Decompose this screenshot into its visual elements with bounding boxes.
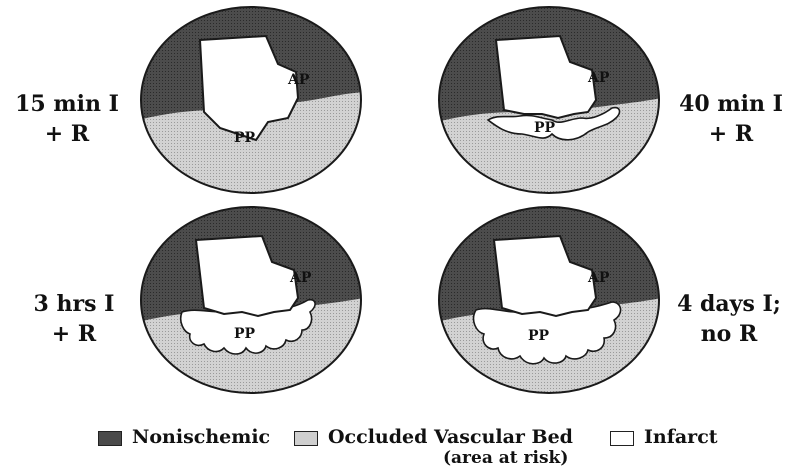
infarct-swatch-icon (610, 431, 634, 446)
ap-label: AP (587, 270, 610, 286)
legend-label-occluded: Occluded Vascular Bed (328, 426, 573, 448)
panel-label-line1: 4 days I; (662, 289, 796, 319)
legend-item-nonischemic: Nonischemic (98, 426, 270, 448)
legend-item-occluded: Occluded Vascular Bed (294, 426, 573, 448)
pp-label: PP (234, 130, 256, 146)
panel-label-line1: 40 min I (666, 89, 796, 119)
heart-section-4days: AP PP (436, 202, 662, 398)
nonischemic-swatch-icon (98, 431, 122, 446)
heart-section-15min: AP PP (138, 2, 364, 198)
pp-label: PP (528, 328, 550, 344)
legend-label-nonischemic: Nonischemic (132, 426, 270, 448)
panel-label-line2: + R (666, 119, 796, 149)
ap-label: AP (289, 270, 312, 286)
panel-label-40min: 40 min I + R (666, 89, 796, 149)
legend-item-infarct: Infarct (610, 426, 718, 448)
heart-section-3hrs: AP PP (138, 202, 364, 398)
pp-label: PP (534, 120, 556, 136)
heart-section-40min: AP PP (436, 2, 662, 198)
panel-label-4days: 4 days I; no R (662, 289, 796, 349)
ap-label: AP (287, 72, 310, 88)
legend-label-infarct: Infarct (644, 426, 718, 448)
panel-label-line2: + R (2, 119, 132, 149)
panel-label-line1: 15 min I (2, 89, 132, 119)
panel-label-line1: 3 hrs I (14, 289, 134, 319)
pp-label: PP (234, 326, 256, 342)
panel-label-line2: + R (14, 319, 134, 349)
panel-label-15min: 15 min I + R (2, 89, 132, 149)
ap-label: AP (587, 70, 610, 86)
occluded-swatch-icon (294, 431, 318, 446)
panel-label-line2: no R (662, 319, 796, 349)
panel-label-3hrs: 3 hrs I + R (14, 289, 134, 349)
legend-label-occluded-sub: (area at risk) (443, 448, 568, 468)
legend: Nonischemic Occluded Vascular Bed (area … (0, 426, 796, 468)
